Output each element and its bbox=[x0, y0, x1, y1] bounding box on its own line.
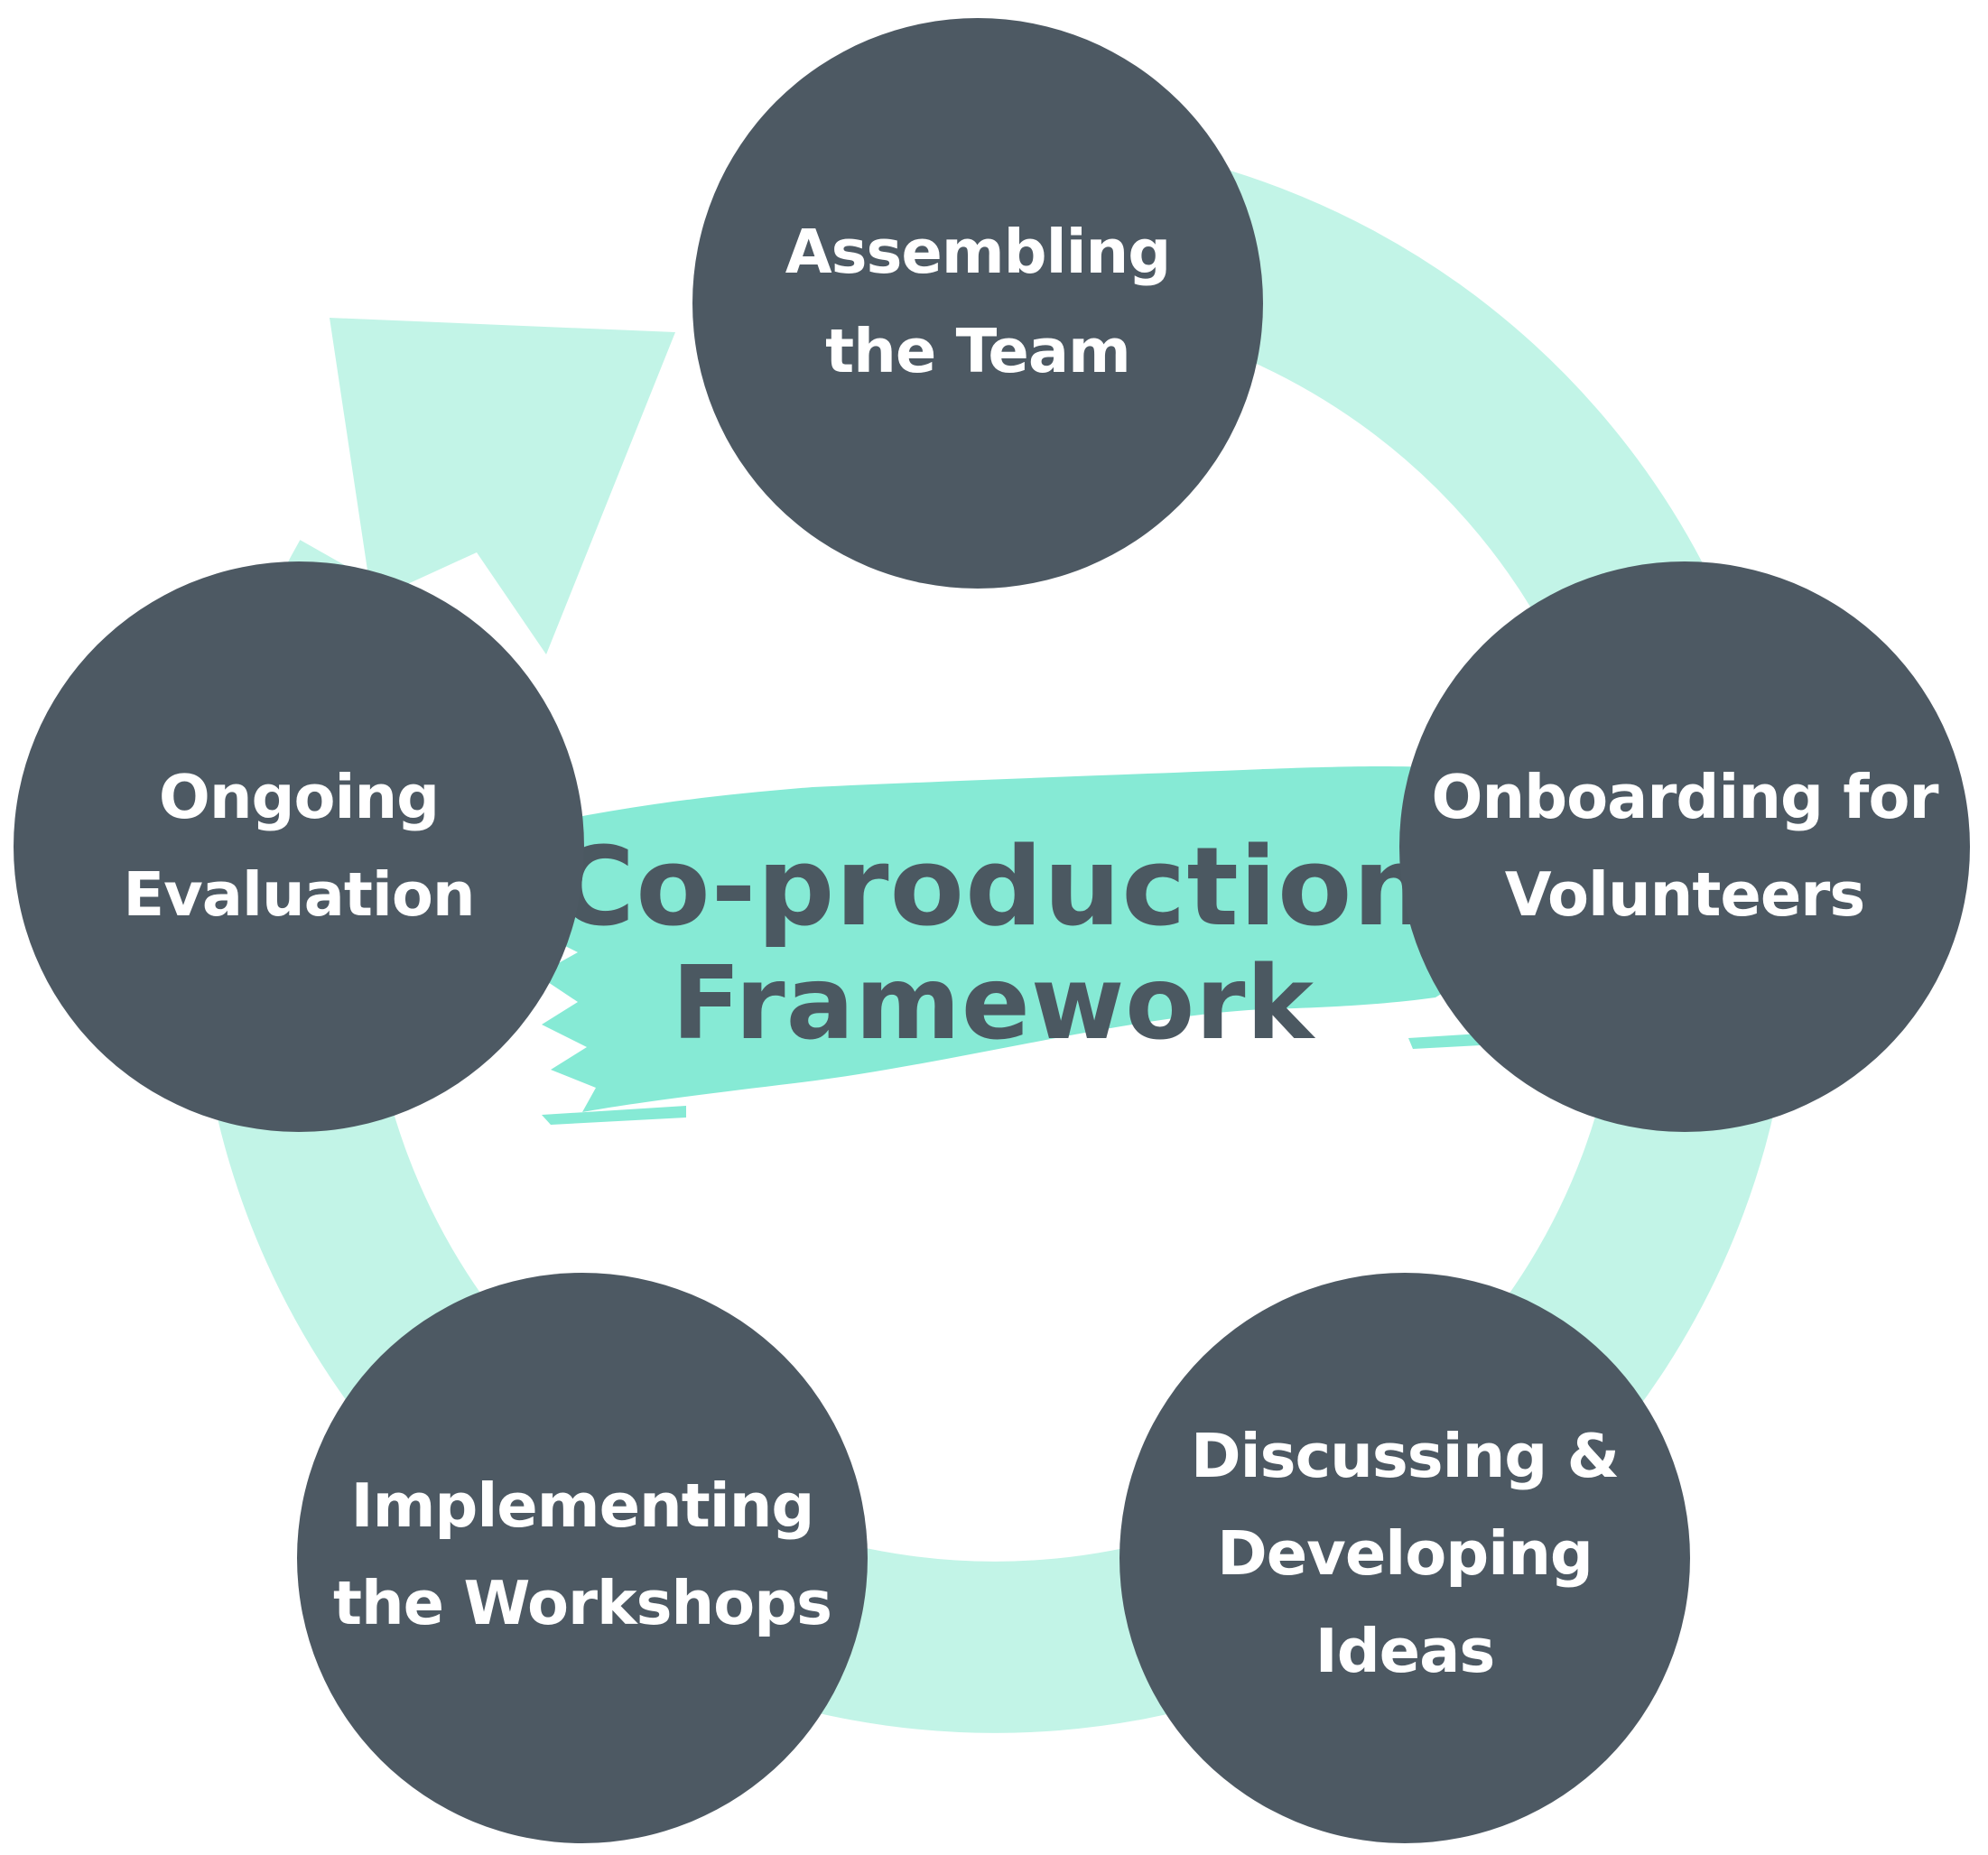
node-label-line: Assembling bbox=[785, 217, 1170, 287]
node-label-line: the Team bbox=[825, 316, 1130, 386]
node-discussing-developing-ideas: Discussing & Developing Ideas bbox=[1119, 1273, 1690, 1843]
node-label-line: Evaluation bbox=[123, 859, 474, 930]
node-assembling-the-team: Assembling the Team bbox=[692, 18, 1263, 589]
node-label-line: Implementing bbox=[351, 1470, 814, 1541]
node-onboarding-for-volunteers: Onboarding for Volunteers bbox=[1399, 561, 1970, 1132]
node-label-line: Volunteers bbox=[1505, 859, 1864, 930]
node-implementing-the-workshops: Implementing the Workshops bbox=[297, 1273, 868, 1843]
node-label-line: Ideas bbox=[1315, 1616, 1494, 1686]
center-title-line1: Co-production bbox=[555, 825, 1431, 951]
node-label-line: Developing bbox=[1217, 1518, 1593, 1589]
cycle-arrow-icon bbox=[330, 318, 675, 654]
node-label-line: Onboarding for bbox=[1431, 762, 1938, 832]
node-ongoing-evaluation: Ongoing Evaluation bbox=[14, 561, 584, 1132]
node-label-line: Ongoing bbox=[159, 762, 439, 832]
center-title-line2: Framework bbox=[672, 945, 1315, 1062]
node-label-line: Discussing & bbox=[1191, 1421, 1619, 1491]
node-label-line: the Workshops bbox=[333, 1568, 831, 1638]
